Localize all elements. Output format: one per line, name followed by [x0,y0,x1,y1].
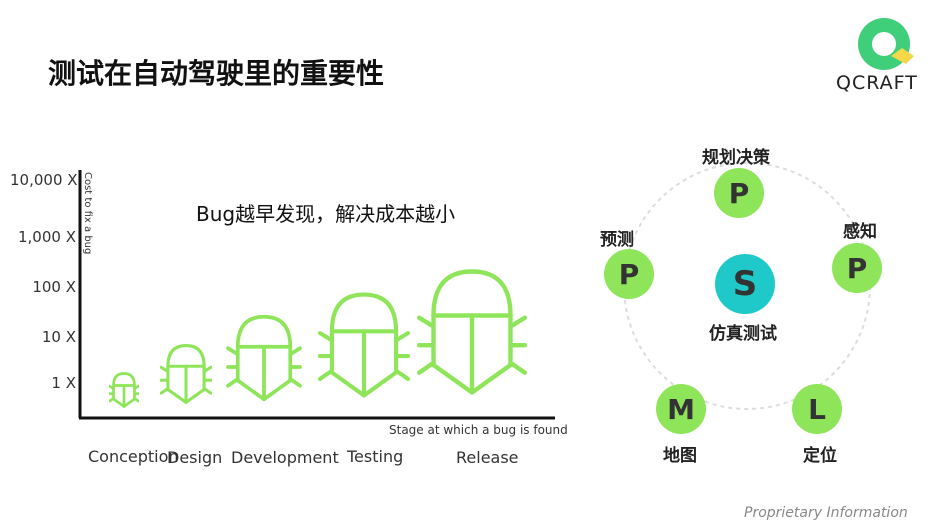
planning-node: P [714,168,764,218]
map-node-letter: M [667,392,695,426]
simulation-node-letter: S [732,264,758,304]
y-tick-label: 1,000 X [18,228,76,246]
prediction-node: P [604,249,654,299]
stage-label: Release [456,448,519,467]
localization-node-letter: L [808,392,826,426]
stage-label: Conception [88,447,179,466]
headline: Bug越早发现，解决成本越小 [196,202,456,226]
localization-node: L [792,384,842,434]
prediction-node-label: 预测 [600,230,634,250]
y-tick-label: 10,000 X [10,171,78,189]
stage-label: Testing [347,447,404,466]
perception-node: P [832,243,882,293]
perception-node-label: 感知 [843,222,877,242]
stage-label: Design [167,448,223,467]
perception-node-letter: P [846,251,868,285]
chart-axes [78,170,555,420]
page-title: 测试在自动驾驶里的重要性 [48,57,385,90]
simulation-node: S [715,254,775,314]
simulation-node-label: 仿真测试 [709,324,777,344]
logo-text: QCRAFT [836,72,918,94]
footer-note: Proprietary Information [744,505,908,521]
y-tick-label: 100 X [32,278,76,296]
bug-icon [417,269,527,395]
bug-icon [109,372,139,408]
bug-icon [226,314,302,402]
y-tick-label: 1 X [51,374,76,392]
map-node-label: 地图 [663,446,697,466]
stage-label: Development [231,448,339,467]
planning-node-label: 规划决策 [702,148,770,168]
y-axis-title: Cost to fix a bug [82,172,93,255]
prediction-node-letter: P [618,257,640,291]
localization-node-label: 定位 [803,446,837,466]
planning-node-letter: P [728,176,750,210]
qcraft-logo-icon [858,18,914,70]
map-node: M [656,384,706,434]
bug-icon [318,292,410,398]
x-axis-title: Stage at which a bug is found [389,423,568,437]
bug-icon [160,344,212,404]
y-tick-label: 10 X [41,328,76,346]
